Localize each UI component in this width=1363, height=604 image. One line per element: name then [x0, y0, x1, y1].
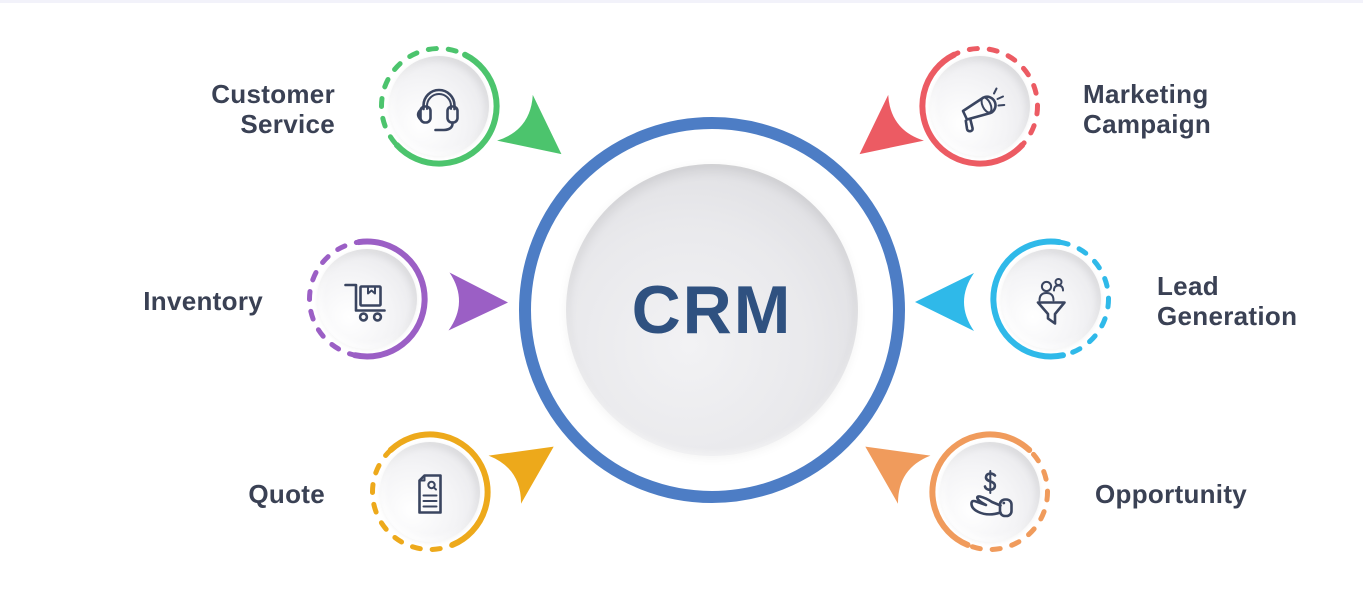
crm-hub-ring: CRM	[519, 117, 905, 503]
cart-icon	[344, 283, 386, 322]
node-inventory	[306, 238, 428, 360]
arrow-inventory	[448, 272, 508, 331]
crm-hub: CRM	[566, 164, 858, 456]
node-opportunity	[929, 431, 1051, 553]
node-inner-circle	[1001, 249, 1101, 349]
node-ring	[929, 431, 1050, 552]
node-inner-circle	[940, 442, 1040, 542]
node-inner-circle	[389, 56, 489, 156]
node-inner-circle	[380, 442, 480, 542]
node-ring	[370, 431, 491, 552]
quote-document-icon	[418, 474, 442, 514]
crm-hub-title: CRM	[631, 272, 793, 348]
node-ring	[990, 238, 1111, 360]
quote-label: Quote	[248, 479, 325, 509]
arrow-customer-service	[497, 94, 562, 155]
inventory-label: Inventory	[143, 286, 263, 316]
node-quote	[369, 431, 491, 553]
node-inner-circle	[317, 249, 417, 349]
node-customer-service	[378, 45, 500, 167]
megaphone-icon	[961, 87, 1006, 133]
opportunity-label: Opportunity	[1095, 479, 1248, 509]
arrow-lead-generation	[915, 273, 974, 331]
node-lead-generation	[990, 238, 1112, 360]
arrow-marketing-campaign	[859, 94, 924, 155]
node-ring	[919, 46, 1040, 167]
headset-icon	[416, 88, 459, 132]
node-ring	[379, 46, 500, 167]
arrow-opportunity	[865, 446, 931, 504]
lead-generation-label: Lead Generation	[1157, 271, 1298, 332]
node-marketing-campaign	[919, 45, 1041, 167]
node-ring	[307, 238, 428, 360]
leads-funnel-icon	[1036, 278, 1066, 325]
marketing-campaign-label: Marketing Campaign	[1083, 79, 1212, 140]
customer-service-label: Customer Service	[211, 79, 335, 140]
node-inner-circle	[930, 56, 1030, 156]
hand-dollar-icon	[970, 470, 1013, 518]
arrow-quote	[488, 446, 554, 504]
